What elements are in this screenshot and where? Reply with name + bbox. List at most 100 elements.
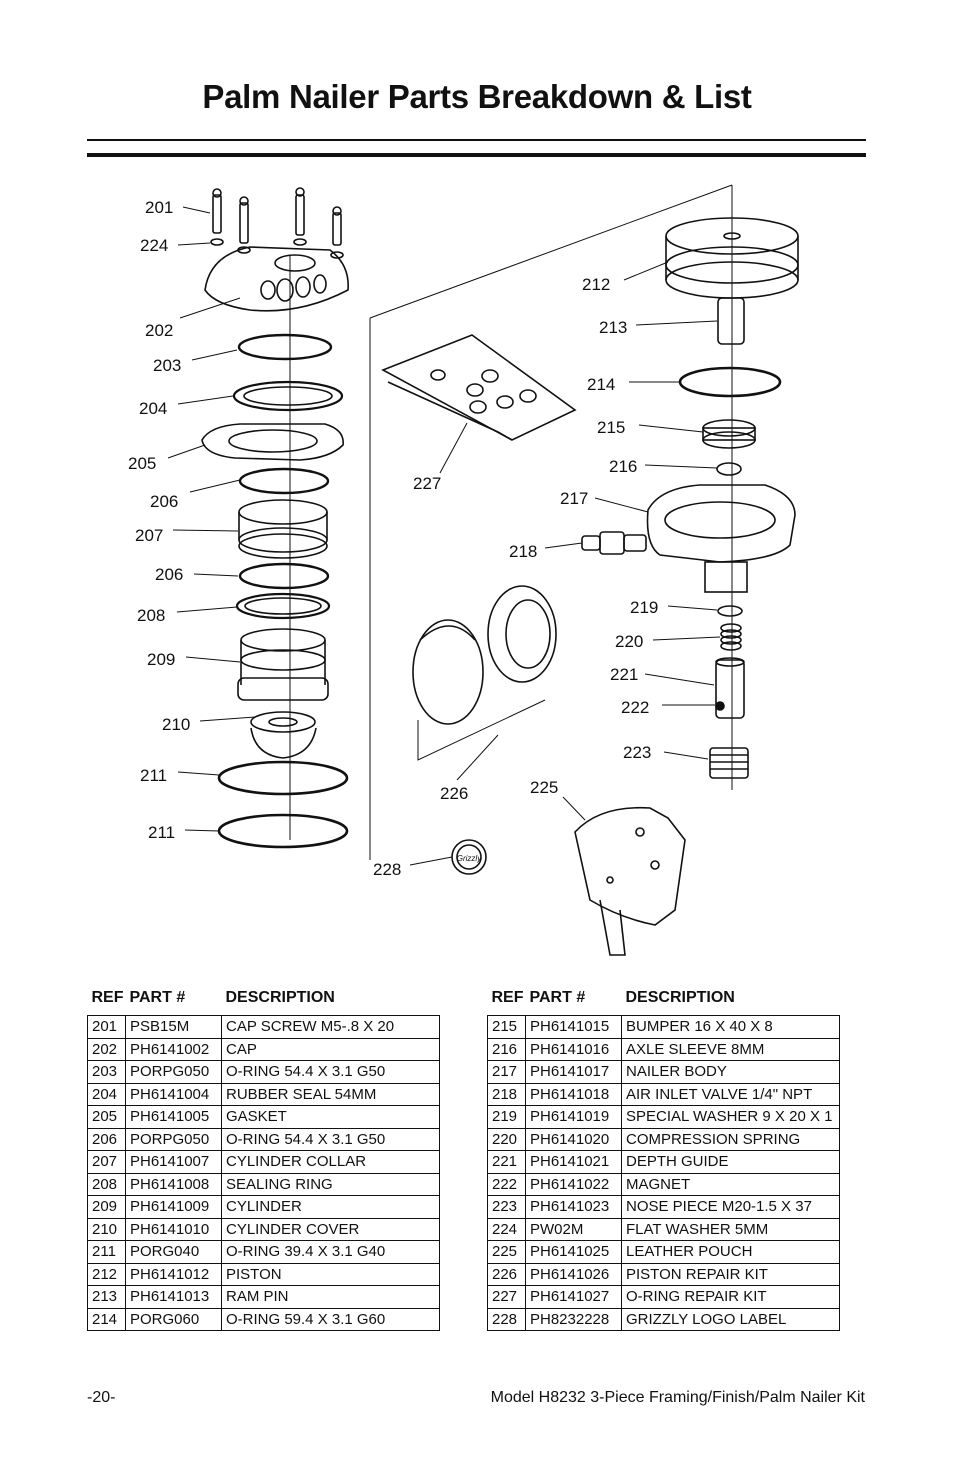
callout-210: 210 — [162, 715, 190, 734]
part-number-cell: PH6141013 — [125, 1285, 222, 1309]
description-cell: LEATHER POUCH — [621, 1240, 840, 1264]
part-number-cell: PH6141018 — [525, 1082, 622, 1106]
ref-cell: 210 — [87, 1217, 126, 1241]
cylinder-icon — [237, 628, 329, 701]
description-cell: AIR INLET VALVE 1/4" NPT — [621, 1082, 840, 1106]
description-cell: O-RING 54.4 X 3.1 G50 — [221, 1127, 440, 1151]
gasket-icon — [201, 423, 344, 461]
header-ref: REF — [491, 989, 524, 1006]
o-ring-206b-icon — [238, 562, 330, 590]
ref-cell: 207 — [87, 1150, 126, 1174]
ref-cell: 225 — [487, 1240, 526, 1264]
callout-203: 203 — [153, 356, 181, 375]
part-number-cell: PH6141012 — [125, 1262, 222, 1286]
part-number-cell: PH6141016 — [525, 1037, 622, 1061]
description-cell: MAGNET — [621, 1172, 840, 1196]
footer-model: Model H8232 3-Piece Framing/Finish/Palm … — [490, 1389, 865, 1406]
title-rule-thick — [87, 153, 866, 157]
part-number-cell: PH6141026 — [525, 1262, 622, 1286]
compression-spring-icon — [720, 623, 742, 651]
callout-228: 228 — [373, 860, 401, 879]
piston-repair-kit-icon — [412, 585, 557, 725]
ref-cell: 227 — [487, 1285, 526, 1309]
part-number-cell: PH6141007 — [125, 1150, 222, 1174]
callout-209: 209 — [147, 650, 175, 669]
part-number-cell: PH6141010 — [125, 1217, 222, 1241]
callout-223: 223 — [623, 743, 651, 762]
part-number-cell: PH6141025 — [525, 1240, 622, 1264]
part-number-cell: PH6141004 — [125, 1082, 222, 1106]
callout-219: 219 — [630, 598, 658, 617]
callout-213: 213 — [599, 318, 627, 337]
ref-cell: 222 — [487, 1172, 526, 1196]
o-ring-211b-icon — [217, 813, 349, 849]
ref-cell: 214 — [87, 1307, 126, 1331]
description-cell: RUBBER SEAL 54MM — [221, 1082, 440, 1106]
description-cell: O-RING 39.4 X 3.1 G40 — [221, 1240, 440, 1264]
part-number-cell: PH6141017 — [525, 1060, 622, 1084]
rubber-seal-icon — [232, 380, 344, 412]
callout-labels: 201 224 202 203 204 205 206 207 206 208 … — [128, 198, 658, 879]
callout-222: 222 — [621, 698, 649, 717]
description-cell: GASKET — [221, 1105, 440, 1129]
description-cell: O-RING 54.4 X 3.1 G50 — [221, 1060, 440, 1084]
part-number-cell: PH6141015 — [525, 1015, 622, 1039]
part-number-cell: PSB15M — [125, 1015, 222, 1039]
part-number-cell: PH6141005 — [125, 1105, 222, 1129]
description-cell: FLAT WASHER 5MM — [621, 1217, 840, 1241]
part-number-cell: PH6141019 — [525, 1105, 622, 1129]
ref-cell: 201 — [87, 1015, 126, 1039]
part-number-cell: PH6141022 — [525, 1172, 622, 1196]
ref-cell: 226 — [487, 1262, 526, 1286]
description-cell: CYLINDER — [221, 1195, 440, 1219]
ref-cell: 217 — [487, 1060, 526, 1084]
callout-211b: 211 — [148, 823, 175, 842]
ref-cell: 219 — [487, 1105, 526, 1129]
part-number-cell: PORG060 — [125, 1307, 222, 1331]
air-inlet-valve-icon — [581, 531, 647, 555]
part-number-cell: PH6141009 — [125, 1195, 222, 1219]
header-ref: REF — [91, 989, 124, 1006]
o-ring-211a-icon — [217, 760, 349, 796]
callout-208: 208 — [137, 606, 165, 625]
header-description: DESCRIPTION — [625, 989, 735, 1006]
page-number: -20- — [87, 1389, 116, 1406]
callout-202: 202 — [145, 321, 173, 340]
nose-piece-icon — [709, 747, 749, 779]
description-cell: RAM PIN — [221, 1285, 440, 1309]
description-cell: BUMPER 16 X 40 X 8 — [621, 1015, 840, 1039]
ref-cell: 216 — [487, 1037, 526, 1061]
table-header-row: REF PART # DESCRIPTION — [88, 987, 440, 1016]
description-cell: NOSE PIECE M20-1.5 X 37 — [621, 1195, 840, 1219]
ref-cell: 212 — [87, 1262, 126, 1286]
callout-221: 221 — [610, 665, 638, 684]
description-cell: COMPRESSION SPRING — [621, 1127, 840, 1151]
kit-226-bracket — [417, 699, 546, 761]
ref-cell: 209 — [87, 1195, 126, 1219]
callout-214: 214 — [587, 375, 615, 394]
description-cell: GRIZZLY LOGO LABEL — [621, 1307, 840, 1331]
ram-pin-icon — [717, 297, 745, 345]
ref-cell: 211 — [87, 1240, 126, 1264]
ref-cell: 208 — [87, 1172, 126, 1196]
callout-225: 225 — [530, 778, 558, 797]
ref-cell: 220 — [487, 1127, 526, 1151]
ref-cell: 215 — [487, 1015, 526, 1039]
ref-cell: 205 — [87, 1105, 126, 1129]
svg-text:Grizzly: Grizzly — [457, 854, 482, 863]
